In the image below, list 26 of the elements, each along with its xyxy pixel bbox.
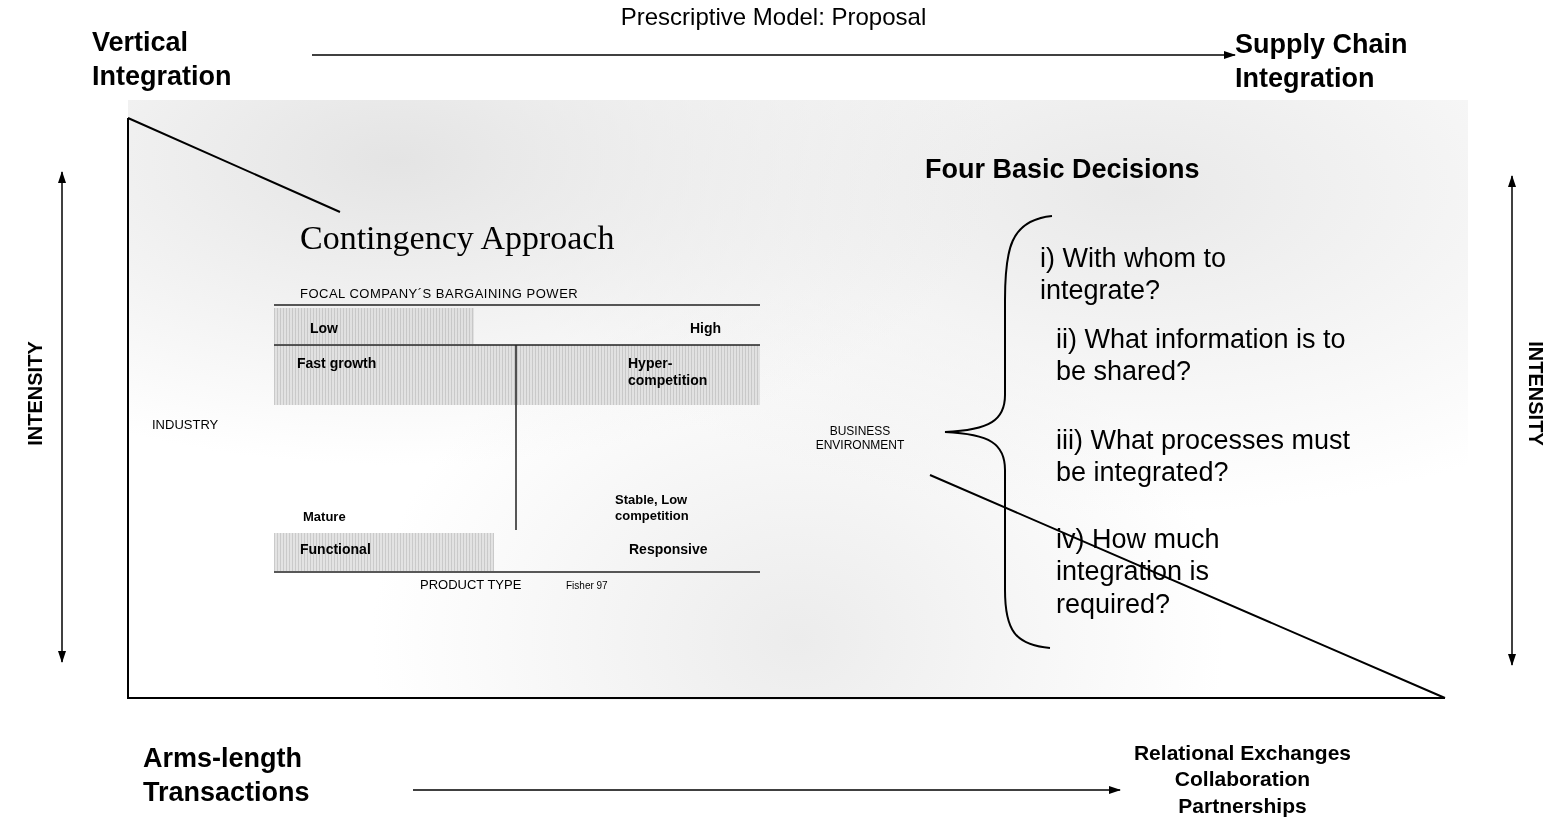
heading-text: Arms-length Transactions <box>143 742 413 810</box>
citation: Fisher 97 <box>566 580 608 592</box>
quadrant-label: Stable, Low competition <box>615 492 690 524</box>
axis-title: INDUSTRY <box>152 417 219 433</box>
heading-text: Relational Exchanges Collaboration Partnerships <box>1120 740 1365 824</box>
question-text: ii) What information is to be shared? <box>1056 323 1347 388</box>
heading-text: Supply Chain Integration <box>1235 28 1475 96</box>
quadrant-label: Hyper-competition <box>628 355 709 389</box>
question-text: i) With whom to integrate? <box>1040 242 1228 307</box>
quadrant-label: Mature <box>303 509 346 525</box>
axis-label: Responsive <box>629 541 708 558</box>
arrow <box>412 786 1121 794</box>
intensity-axis-label: INTENSITY <box>1523 340 1547 448</box>
intensity-axis-label: INTENSITY <box>23 340 47 448</box>
question-text: iii) What processes must be integrated? <box>1056 424 1352 489</box>
arrow <box>311 51 1236 59</box>
quadrant-label: Fast growth <box>297 355 377 372</box>
heading-text: Vertical Integration <box>92 26 312 94</box>
axis-label: Functional <box>300 541 371 558</box>
chart-title: Contingency Approach <box>300 218 615 258</box>
environment-label: BUSINESS ENVIRONMENT <box>814 425 906 453</box>
axis-label: Low <box>310 320 338 337</box>
axis-title: PRODUCT TYPE <box>420 577 522 593</box>
axis-label: High <box>690 320 722 337</box>
axis-title: FOCAL COMPANY´S BARGAINING POWER <box>300 286 579 302</box>
section-heading: Four Basic Decisions <box>925 153 1200 186</box>
